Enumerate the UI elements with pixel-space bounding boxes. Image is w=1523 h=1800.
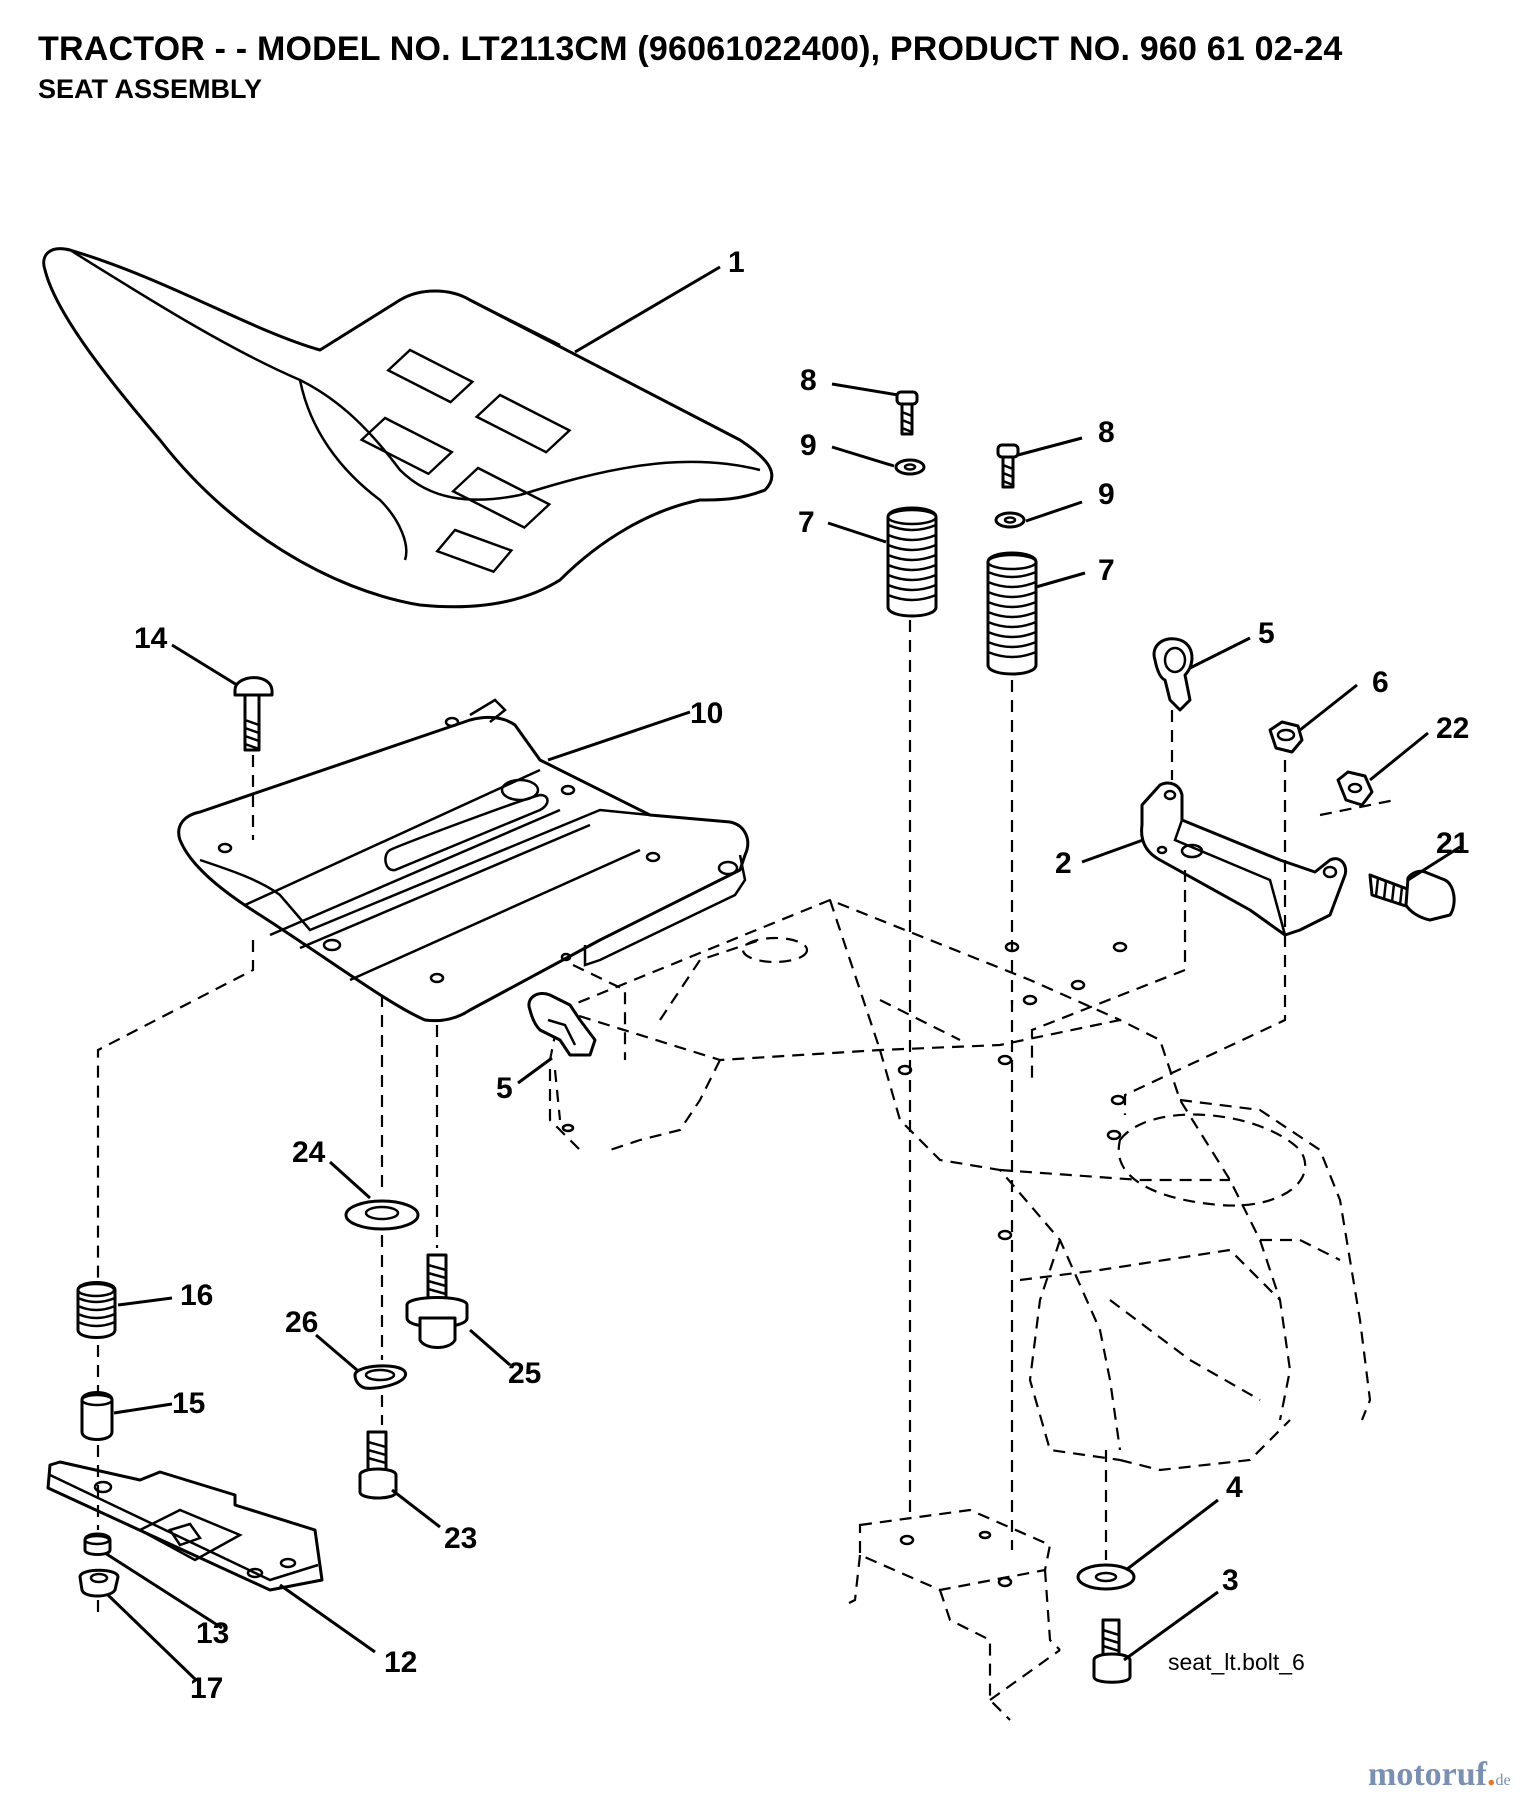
leader-lines: [104, 265, 1461, 1682]
washer-left-part-9: [894, 458, 926, 476]
clip-top-part-5: [1152, 637, 1194, 712]
drawing-id-label: seat_lt.bolt_6: [1168, 1649, 1305, 1675]
spring-left-part-7: [886, 506, 938, 618]
bolt-left-part-8: [895, 390, 919, 436]
callout-9-left: 9: [800, 429, 817, 462]
bolt-part-25: [405, 1253, 469, 1349]
spacer-part-15: [80, 1391, 114, 1441]
callout-26: 26: [285, 1306, 318, 1339]
callout-16: 16: [180, 1279, 213, 1312]
washer-part-24: [344, 1199, 420, 1231]
callout-24: 24: [292, 1136, 326, 1169]
adjuster-plate-part-12: [46, 1460, 324, 1592]
bolt-right-part-8: [996, 443, 1020, 489]
callout-10: 10: [690, 697, 723, 730]
lock-washer-part-26: [353, 1364, 407, 1390]
callout-6: 6: [1372, 666, 1389, 699]
callout-8-right: 8: [1098, 416, 1115, 449]
callout-17: 17: [190, 1672, 223, 1705]
callout-15: 15: [172, 1387, 205, 1420]
spring-part-16: [76, 1281, 117, 1339]
callout-numbers: 1 8 9 7 8 9 7 14 10 5 6 22 2 21 5 24 16 …: [134, 246, 1469, 1705]
washer-right-part-9: [994, 511, 1026, 529]
watermark-logo: motoruf.de: [1368, 1756, 1511, 1793]
bolt-part-23: [358, 1430, 398, 1500]
callout-23: 23: [444, 1522, 477, 1555]
callout-5-bottom: 5: [496, 1072, 513, 1105]
seat-part-1: [42, 247, 774, 609]
callout-9-right: 9: [1098, 478, 1115, 511]
callout-21: 21: [1436, 827, 1469, 860]
bolt-part-3: [1092, 1618, 1132, 1684]
callout-14: 14: [134, 622, 168, 655]
callout-13: 13: [196, 1617, 229, 1650]
watermark-suffix: de: [1495, 1772, 1510, 1789]
tractor-frame-phantom: [548, 898, 1372, 1721]
callout-5-top: 5: [1258, 617, 1275, 650]
callout-12: 12: [384, 1646, 417, 1679]
carriage-bolt-part-14: [233, 676, 274, 752]
page-subtitle: SEAT ASSEMBLY: [38, 74, 263, 104]
callout-22: 22: [1436, 712, 1469, 745]
callout-2: 2: [1055, 847, 1072, 880]
watermark-dot: .: [1487, 1756, 1496, 1793]
page-title: TRACTOR - - MODEL NO. LT2113CM (96061022…: [38, 30, 1343, 68]
callout-8-left: 8: [800, 364, 817, 397]
watermark-main: motoruf: [1368, 1756, 1488, 1793]
washer-part-4: [1076, 1563, 1136, 1591]
clip-bottom-part-5: [527, 992, 597, 1057]
callout-3: 3: [1222, 1564, 1239, 1597]
nut-part-6: [1268, 720, 1304, 754]
svg-text:motoruf.de: motoruf.de: [1368, 1756, 1511, 1793]
nut-part-22: [1336, 770, 1374, 807]
callout-7-right: 7: [1098, 554, 1115, 587]
nut-part-13: [83, 1532, 112, 1556]
spring-right-part-7: [986, 551, 1038, 676]
bracket-part-2: [1140, 781, 1348, 937]
seat-pan-part-10: [177, 698, 750, 1023]
callout-1: 1: [728, 246, 745, 279]
bolt-part-21: [1368, 869, 1456, 922]
callout-25: 25: [508, 1357, 541, 1390]
callout-4: 4: [1226, 1471, 1243, 1504]
nut-part-17: [78, 1568, 120, 1598]
assembly-guide-lines: [96, 620, 1396, 1615]
callout-7-left: 7: [798, 506, 815, 539]
